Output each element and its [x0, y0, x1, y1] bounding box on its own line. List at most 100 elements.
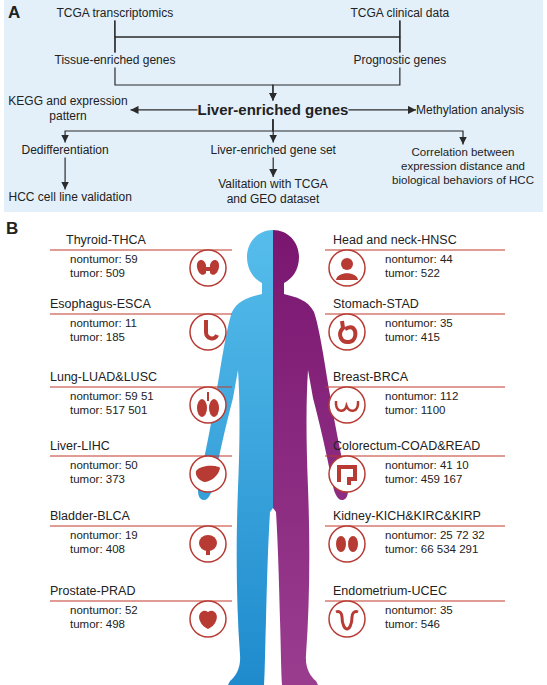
stomach-symbol	[340, 321, 355, 342]
flow-step: HCC cell line validation	[9, 190, 132, 205]
step-text: TCGA transcriptomics	[57, 6, 174, 21]
flow-step: Prognostic genes	[354, 53, 447, 68]
flow-step: TCGA transcriptomics	[57, 6, 174, 21]
sample-count: nontumor: 44	[385, 253, 453, 267]
body-left-half	[198, 230, 273, 685]
flow-connector	[273, 119, 463, 144]
flow-connector	[64, 158, 65, 190]
title-underline	[325, 313, 505, 314]
step-text: Tissue-enriched genes	[55, 53, 176, 68]
sample-count: nontumor: 50	[70, 459, 138, 473]
icon-circle	[329, 314, 365, 350]
organ-title: Breast-BRCA	[333, 370, 408, 385]
title-underline	[50, 525, 232, 526]
step-text: Correlation between expression distance …	[384, 145, 542, 188]
flow-step: Correlation between expression distance …	[384, 145, 542, 188]
title-underline	[325, 455, 505, 456]
uterus-symbol	[336, 611, 358, 629]
icon-circle	[190, 387, 226, 423]
panel-label: A	[8, 3, 20, 23]
flow-step: Valitation with TCGA and GEO dataset	[208, 177, 338, 207]
title-underline	[50, 386, 232, 387]
title-underline	[325, 600, 505, 601]
esophagus-icon	[190, 314, 226, 350]
flow-step: TCGA clinical data	[351, 6, 450, 21]
sample-count: nontumor: 41 10	[385, 459, 469, 473]
sample-count: tumor: 509	[70, 267, 125, 281]
title-underline	[325, 386, 505, 387]
prostate-icon	[190, 601, 226, 637]
sample-count: tumor: 408	[70, 543, 125, 557]
colorectum-symbol	[339, 467, 355, 485]
organ-title: Esophagus-ESCA	[50, 297, 151, 312]
step-text: Liver-enriched gene set	[211, 143, 336, 158]
title-underline	[50, 455, 232, 456]
sample-count: tumor: 546	[385, 618, 440, 632]
flow-connector	[115, 21, 400, 53]
sample-count: nontumor: 11	[70, 317, 137, 331]
sample-count: tumor: 517 501	[70, 404, 147, 418]
flow-connector	[272, 119, 273, 142]
panel-label: B	[6, 219, 18, 239]
key-step: Liver-enriched genes	[198, 101, 349, 120]
step-text: Dedifferentiation	[22, 143, 109, 158]
icon-circle	[329, 387, 365, 423]
thyroid-symbol	[197, 260, 219, 275]
flow-step: Methylation analysis	[416, 103, 524, 118]
sample-count: nontumor: 59 51	[70, 390, 154, 404]
step-text: Liver-enriched genes	[198, 101, 349, 120]
head-neck-icon	[329, 250, 365, 286]
flow-connector	[273, 158, 274, 178]
icon-circle	[190, 250, 226, 286]
organ-title: Stomach-STAD	[333, 297, 419, 312]
lung-icon	[190, 387, 226, 423]
sample-count: tumor: 459 167	[385, 473, 462, 487]
title-underline	[325, 525, 505, 526]
title-underline	[50, 249, 232, 250]
organ-title: Endometrium-UCEC	[333, 584, 447, 599]
icon-circle	[329, 250, 365, 286]
organ-title: Lung-LUAD&LUSC	[50, 370, 157, 385]
sample-count: nontumor: 59	[70, 253, 138, 267]
sample-count: tumor: 522	[385, 267, 440, 281]
sample-count: tumor: 373	[70, 473, 125, 487]
flow-connector	[115, 68, 273, 101]
flow-connector	[65, 119, 273, 142]
step-text: KEGG and expression pattern	[6, 94, 131, 124]
sample-count: tumor: 1100	[385, 404, 446, 418]
step-text: Prognostic genes	[354, 53, 447, 68]
icon-circle	[190, 456, 226, 492]
urethra-symbol	[206, 550, 210, 555]
endometrium-icon	[329, 601, 365, 637]
icon-circle	[190, 314, 226, 350]
icon-circle	[329, 601, 365, 637]
bladder-icon	[190, 526, 226, 562]
step-text: TCGA clinical data	[351, 6, 450, 21]
organ-title: Head and neck-HNSC	[333, 233, 457, 248]
head-symbol	[341, 258, 353, 270]
sample-count: tumor: 66 534 291	[385, 543, 478, 557]
lung-symbol	[197, 399, 207, 417]
liver-symbol	[196, 466, 220, 482]
trachea-symbol	[207, 392, 209, 401]
stomach-icon	[329, 314, 365, 350]
step-text: HCC cell line validation	[9, 190, 132, 205]
sample-count: nontumor: 112	[385, 390, 458, 404]
sample-count: tumor: 185	[70, 331, 125, 345]
icon-circle	[329, 456, 365, 492]
sample-count: nontumor: 25 72 32	[385, 529, 485, 543]
colorectum-icon	[329, 456, 365, 492]
flow-step: Liver-enriched gene set	[211, 143, 336, 158]
flow-step: Tissue-enriched genes	[55, 53, 176, 68]
title-underline	[325, 249, 505, 250]
sample-count: nontumor: 19	[70, 529, 138, 543]
title-underline	[50, 600, 232, 601]
thyroid-icon	[190, 250, 226, 286]
step-text: Valitation with TCGA and GEO dataset	[208, 177, 338, 207]
sample-count: nontumor: 52	[70, 604, 138, 618]
kidney-symbol	[336, 536, 346, 552]
kidney-icon	[329, 526, 365, 562]
sample-count: tumor: 415	[385, 331, 440, 345]
flow-step: KEGG and expression pattern	[6, 94, 131, 124]
